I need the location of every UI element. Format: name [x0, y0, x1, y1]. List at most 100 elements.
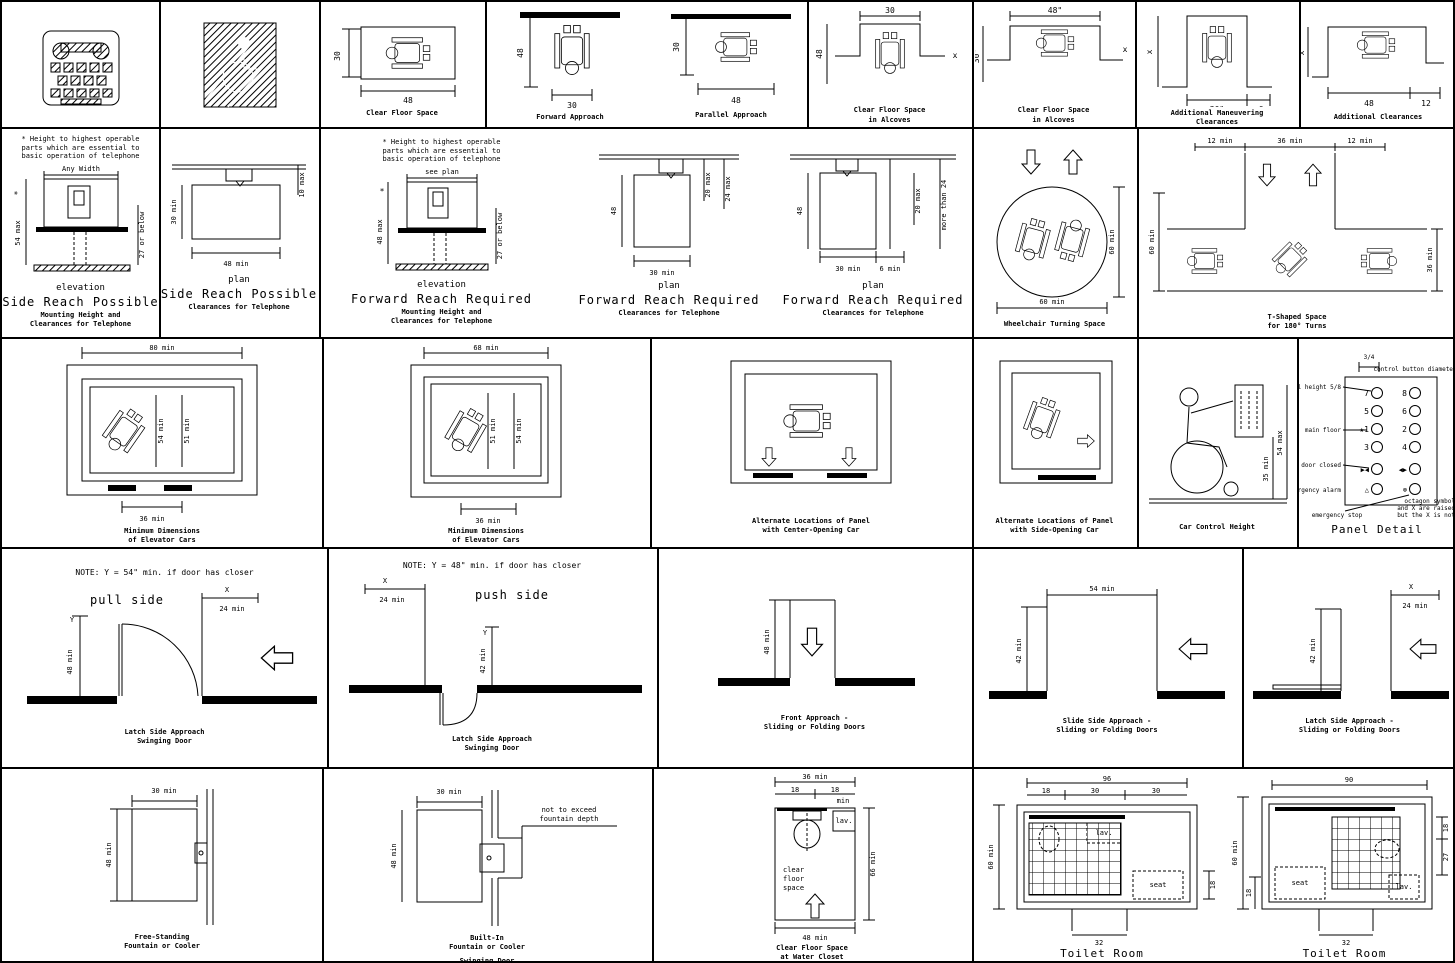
dim-label: 12 min	[1207, 137, 1232, 145]
grid-line	[327, 547, 329, 767]
dim-label: 30 min	[835, 265, 860, 273]
cell-t-turn-space: 12 min 36 min 12 min 60 min 36 min T-Sha…	[1137, 127, 1453, 337]
wheelchair-symbol-icon	[203, 22, 277, 107]
grid-line	[485, 2, 487, 127]
grid-line	[2, 767, 1453, 769]
dim-label: 60 min	[987, 844, 995, 869]
door-open-glyph: ◀▶	[1399, 466, 1408, 474]
dim-label: 30"	[1210, 105, 1224, 107]
door-side-label: pull side	[90, 593, 164, 607]
clear-floor-space-diagram: 30 48	[333, 26, 456, 105]
panel-detail-diagram: 3/4 control button diameter 7 8 5 6 ★1 2…	[1297, 354, 1455, 519]
note-text: * Height to highest operable parts which…	[382, 137, 501, 164]
view-label: plan	[228, 275, 250, 286]
panel-label: emergency alarm	[1297, 487, 1341, 494]
elevator-panel-location-diagram	[730, 360, 892, 484]
dim-label: X	[225, 586, 230, 594]
dim-label: 42 min	[1309, 638, 1317, 663]
grid-line	[652, 767, 654, 961]
lav-label: lav.	[836, 817, 853, 825]
front-approach-sliding-diagram: 48 min	[717, 599, 915, 686]
caption: Parallel Approach	[695, 110, 767, 119]
cell-car-control-height: 35 min 54 max Car Control Height	[1137, 337, 1297, 547]
inner-label: floor	[783, 875, 804, 883]
diagram-title: Forward Reach Required	[578, 293, 760, 308]
dim-label: more than 24	[940, 180, 948, 231]
grid-line	[1135, 2, 1137, 127]
dim-label: 48	[815, 49, 824, 59]
cell-telephone-symbol	[2, 2, 159, 127]
dim-label: 32	[1095, 939, 1103, 945]
caption: Built-In Fountain or Cooler	[449, 933, 525, 951]
caption: Clearances for Telephone	[188, 303, 290, 312]
view-label: plan	[862, 281, 884, 292]
dim-label: 30	[567, 101, 577, 110]
dim-label: 36 min	[1426, 247, 1434, 272]
cell-panel-side-opening: Alternate Locations of Panel with Side-O…	[972, 337, 1137, 547]
dim-label: 66 min	[869, 851, 877, 876]
dim-label: 12	[1421, 99, 1431, 108]
cell-pull-side-door: NOTE: Y = 54" min. if door has closer pu…	[2, 547, 327, 767]
panel-label: door closed	[1301, 462, 1341, 469]
grid-line	[159, 127, 161, 337]
pull-side-door-diagram: pull side X 24 min Y 48 min	[27, 586, 317, 704]
dim-label: 60 min	[1039, 298, 1064, 306]
diagram-title: Panel Detail	[1331, 522, 1423, 536]
alcove-forward-diagram: 30 48 x	[815, 6, 957, 85]
cell-alcove-maneuvering-forward: x 30" 6 Additional Maneuvering Clearance…	[1135, 2, 1299, 127]
dim-label: 30 min	[649, 269, 674, 277]
dim-label: 48	[403, 96, 413, 105]
cell-panel-detail: 3/4 control button diameter 7 8 5 6 ★1 2…	[1297, 337, 1455, 547]
grid-line	[1137, 127, 1139, 337]
dim-label: 48	[1364, 99, 1374, 108]
dim-label: 48 min	[223, 260, 248, 268]
cell-alcove-parallel: 48" 30" x Clear Floor Space in Alcoves	[972, 2, 1135, 127]
grid-line	[807, 2, 809, 127]
caption: Clearances for Telephone	[618, 309, 720, 318]
caption: Mounting Height and Clearances for Telep…	[390, 308, 493, 326]
cell-side-reach-elevation: * Height to highest operable parts which…	[2, 127, 159, 337]
caption: Wheelchair Turning Space	[1003, 320, 1106, 329]
cell-front-approach-sliding: 48 min Front Approach - Sliding or Foldi…	[657, 547, 972, 767]
cell-panel-center-opening: Alternate Locations of Panel with Center…	[650, 337, 972, 547]
dim-label: 90	[1345, 776, 1353, 784]
cell-forward-approach: 48 30 Forward Approach	[485, 2, 655, 127]
diagram-title: Toilet Room	[1060, 946, 1144, 960]
note-text: fountain depth	[539, 815, 598, 823]
dim-label: 27	[1442, 852, 1450, 860]
panel-top-label: control button diameter	[1373, 366, 1455, 373]
cell-slide-side-approach: 54 min 42 min Slide Side Approach - Slid…	[972, 547, 1242, 767]
caption: Car Control Height	[1179, 523, 1255, 532]
cell-push-side-door: NOTE: Y = 48" min. if door has closer pu…	[327, 547, 657, 767]
grid-line	[657, 547, 659, 767]
cell-forward-reach-plan-1: 48 20 max 24 max 30 min plan Forward Rea…	[564, 127, 774, 337]
caption: Additional Clearances	[1333, 112, 1423, 121]
dim-label: 18	[1442, 823, 1450, 831]
dim-label: 60 min	[1148, 229, 1156, 254]
dim-label: X	[383, 577, 388, 585]
dim-label: 48 min	[763, 629, 771, 654]
dim-label: 27 or below	[496, 212, 504, 259]
dim-label: 48	[610, 207, 618, 215]
grid-line	[2, 337, 1453, 339]
cell-elevator-car-80: 80 min 54 min 51 min 36 min Minimum Dime…	[2, 337, 322, 547]
note-text: NOTE: Y = 48" min. if door has closer	[402, 560, 582, 570]
caption: Free-Standing Fountain or Cooler	[124, 932, 200, 950]
button-label: 3	[1364, 443, 1369, 452]
alarm-glyph: △	[1365, 486, 1370, 494]
grid-line	[2, 547, 1453, 549]
panel-label: numeral height 5/8	[1297, 384, 1341, 391]
cell-alcove-forward: 30 48 x Clear Floor Space in Alcoves	[807, 2, 972, 127]
dim-label: x	[1300, 50, 1306, 55]
grid-line	[972, 547, 974, 767]
caption: Front Approach - Sliding or Folding Door…	[763, 713, 866, 731]
dim-label: 60 min	[1231, 840, 1239, 865]
dim-label: Any Width	[62, 165, 100, 173]
lav-label: lav.	[1396, 883, 1413, 891]
grid-line	[650, 337, 652, 547]
alcove-maneuvering-diagram: x 30" 6	[1145, 15, 1272, 107]
cell-latch-side-approach-sliding: X 24 min 42 min Latch Side Approach - Sl…	[1242, 547, 1453, 767]
cell-builtin-fountain: 30 min 48 min not to exceed fountain dep…	[322, 767, 652, 961]
grid-line	[972, 2, 974, 127]
button-label: 2	[1402, 425, 1407, 434]
